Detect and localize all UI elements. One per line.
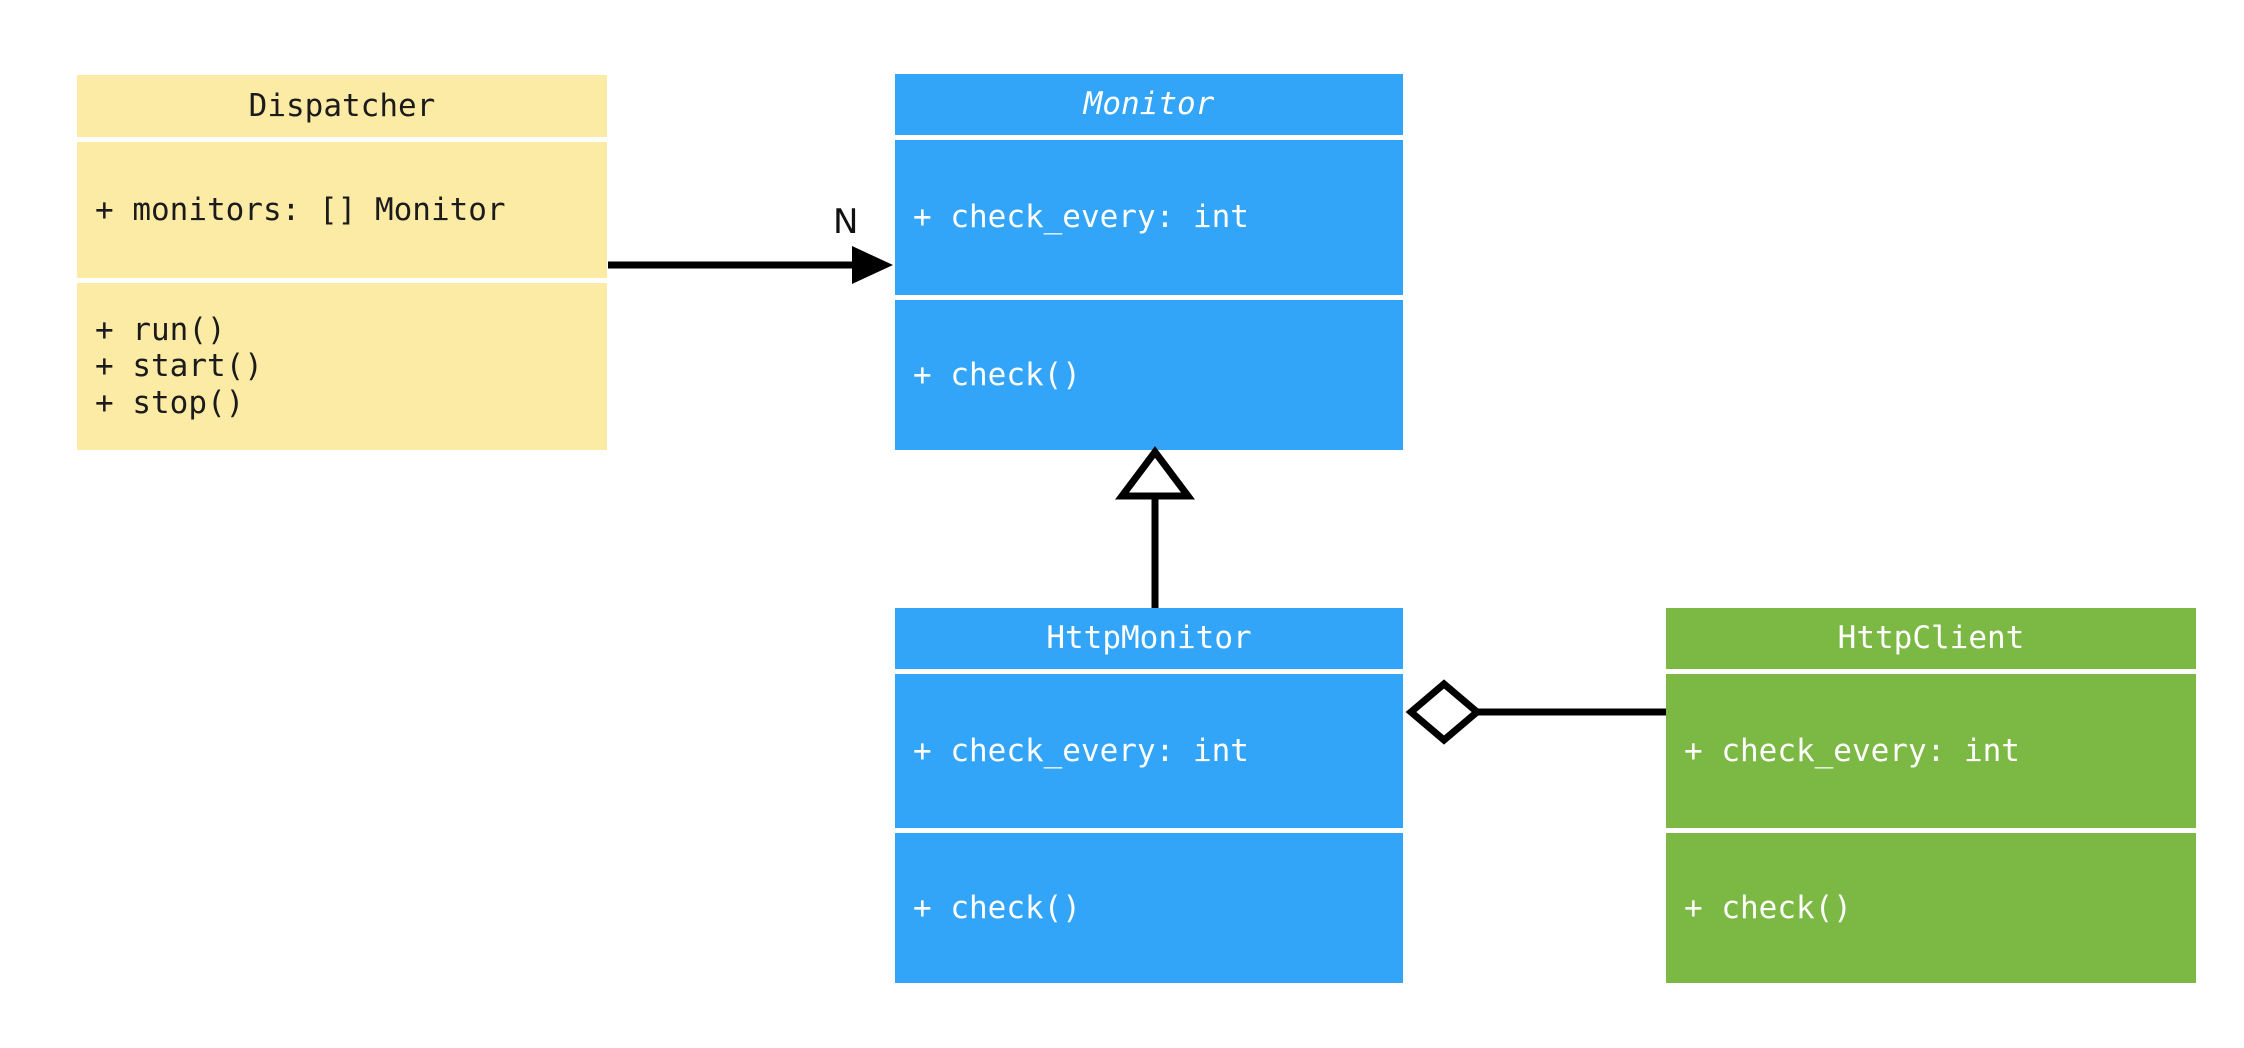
open-arrow-icon: [852, 246, 893, 284]
attribute-row: + check_every: int: [913, 732, 1249, 769]
method-row: + start(): [95, 348, 263, 385]
class-name-dispatcher: Dispatcher: [248, 87, 436, 124]
edge-http-monitor-to-monitor: [1115, 446, 1195, 608]
class-attributes-http-client: + check_every: int: [1666, 674, 2196, 828]
class-title-band-monitor: Monitor: [895, 74, 1403, 135]
class-attributes-http-monitor: + check_every: int: [895, 674, 1403, 828]
class-attributes-monitor: + check_every: int: [895, 140, 1403, 295]
edge-dispatcher-to-monitor: [608, 246, 893, 284]
class-name-monitor: Monitor: [1083, 86, 1215, 123]
class-title-band-http-client: HttpClient: [1666, 608, 2196, 669]
class-methods-http-monitor: + check(): [895, 833, 1403, 983]
attribute-row: + check_every: int: [1684, 732, 2020, 769]
class-name-http-monitor: HttpMonitor: [1046, 620, 1252, 657]
edge-multiplicity-label-n: N: [833, 202, 859, 242]
class-attributes-dispatcher: + monitors: [] Monitor: [77, 142, 607, 278]
class-box-dispatcher[interactable]: Dispatcher + monitors: [] Monitor + run(…: [77, 75, 607, 450]
class-name-http-client: HttpClient: [1837, 620, 2025, 657]
class-title-band-http-monitor: HttpMonitor: [895, 608, 1403, 669]
edge-http-monitor-to-http-client: [1405, 679, 1666, 745]
class-title-band-dispatcher: Dispatcher: [77, 75, 607, 137]
class-methods-monitor: + check(): [895, 300, 1403, 450]
attribute-row: + check_every: int: [913, 199, 1249, 236]
method-row: + check(): [913, 889, 1081, 926]
class-box-monitor[interactable]: Monitor + check_every: int + check(): [895, 74, 1403, 450]
method-row: + check(): [1684, 889, 1852, 926]
class-methods-http-client: + check(): [1666, 833, 2196, 983]
class-box-http-client[interactable]: HttpClient + check_every: int + check(): [1666, 608, 2196, 983]
method-row: + check(): [913, 356, 1081, 393]
attribute-row: + monitors: [] Monitor: [95, 191, 506, 228]
class-box-http-monitor[interactable]: HttpMonitor + check_every: int + check(): [895, 608, 1403, 983]
hollow-diamond-icon: [1405, 679, 1483, 745]
method-row: + run(): [95, 311, 226, 348]
hollow-triangle-icon: [1115, 446, 1195, 500]
method-row: + stop(): [95, 384, 245, 421]
class-methods-dispatcher: + run() + start() + stop(): [77, 283, 607, 450]
